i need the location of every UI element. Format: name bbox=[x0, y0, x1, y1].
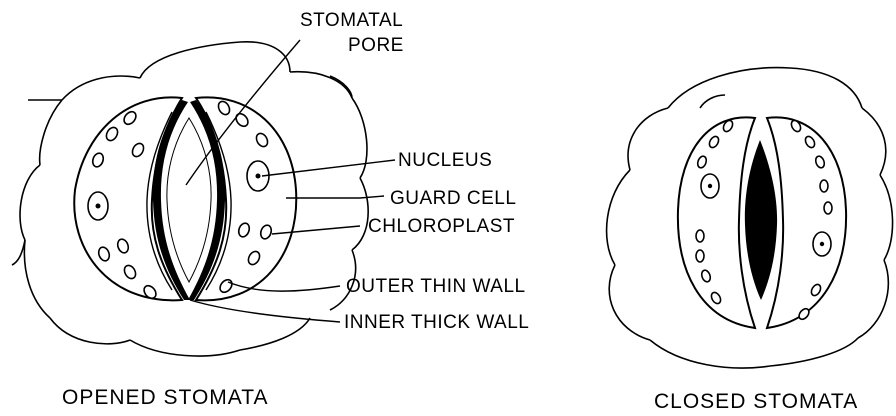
nucleolus-icon bbox=[96, 204, 101, 209]
nucleolus-icon bbox=[708, 184, 712, 188]
label-outer-thin-wall: OUTER THIN WALL bbox=[346, 276, 526, 297]
label-chloroplast: CHLOROPLAST bbox=[368, 216, 515, 237]
label-nucleus: NUCLEUS bbox=[398, 150, 492, 171]
chloroplast-icon bbox=[824, 202, 832, 214]
chloroplast-icon bbox=[696, 250, 704, 262]
left-guard-cell-closed bbox=[678, 117, 755, 328]
label-stomatal: STOMATAL bbox=[300, 10, 403, 31]
caption-opened-stomata: OPENED STOMATA bbox=[62, 386, 269, 409]
label-guard-cell: GUARD CELL bbox=[390, 188, 516, 209]
chloroplast-icon bbox=[820, 180, 828, 192]
closed-pore bbox=[745, 140, 777, 300]
chloroplast-icon bbox=[696, 230, 704, 242]
caption-closed-stomata: CLOSED STOMATA bbox=[654, 390, 858, 413]
nucleolus-icon bbox=[820, 242, 824, 246]
label-pore: PORE bbox=[348, 35, 404, 56]
label-inner-thick-wall: INNER THICK WALL bbox=[344, 312, 529, 333]
opened-stomata-figure bbox=[12, 40, 395, 356]
closed-stomata-figure bbox=[607, 68, 893, 368]
stomatal-pore bbox=[167, 118, 211, 282]
nucleolus-icon bbox=[256, 174, 261, 179]
left-guard-cell-open bbox=[74, 97, 182, 300]
right-guard-cell-closed bbox=[767, 117, 846, 328]
